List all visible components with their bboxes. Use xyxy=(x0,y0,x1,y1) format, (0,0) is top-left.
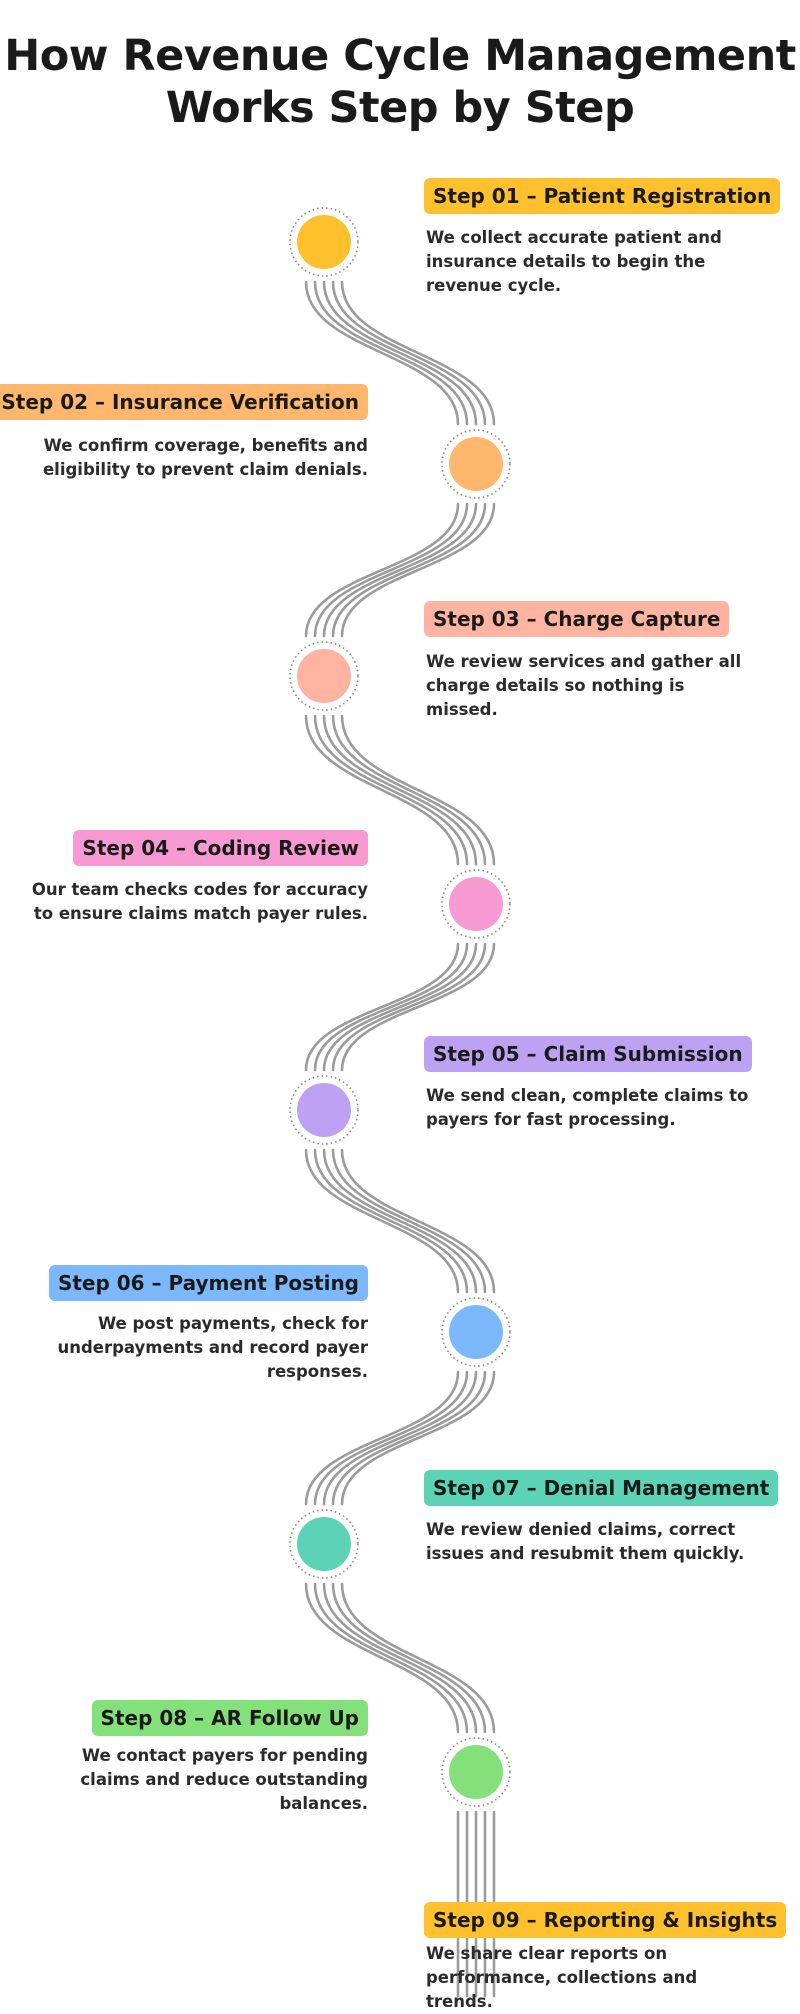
step-node-08 xyxy=(439,1735,513,1809)
step-node-01 xyxy=(287,205,361,279)
connector-line-7-4 xyxy=(331,1582,487,1734)
connector-line-7-2 xyxy=(313,1582,469,1734)
step-node-05 xyxy=(287,1073,361,1147)
step-09-description: We share clear reports on performance, c… xyxy=(426,1944,698,2011)
step-01-description: We collect accurate patient and insuranc… xyxy=(426,228,722,295)
step-nodes xyxy=(287,205,513,1809)
step-node-dot xyxy=(297,649,351,703)
page-title-line-2: Works Step by Step xyxy=(165,83,635,133)
step-06-label: Step 06 – Payment Posting xyxy=(48,1265,368,1301)
connector-lines xyxy=(304,280,496,1998)
step-node-dot xyxy=(449,877,503,931)
step-03-label: Step 03 – Charge Capture xyxy=(424,601,730,637)
step-node-dotted-ring xyxy=(441,1737,511,1807)
step-01-label: Step 01 – Patient Registration xyxy=(424,178,781,214)
step-node-dot xyxy=(297,215,351,269)
step-node-dotted-ring xyxy=(441,429,511,499)
connector-line-5-1 xyxy=(304,1148,460,1294)
step-06-description: We post payments, check for underpayment… xyxy=(57,1314,368,1381)
connector-line-4-1 xyxy=(304,942,460,1072)
connector-line-1-2 xyxy=(313,280,469,426)
step-08-description: We contact payers for pending claims and… xyxy=(80,1746,368,1813)
step-node-dotted-ring xyxy=(289,641,359,711)
connector-line-2-2 xyxy=(313,502,469,638)
connector-line-3-2 xyxy=(313,714,469,866)
step-node-03 xyxy=(287,639,361,713)
connector-line-2-4 xyxy=(331,502,487,638)
connector-line-3-4 xyxy=(331,714,487,866)
step-node-dotted-ring xyxy=(441,1297,511,1367)
step-node-dot xyxy=(449,1305,503,1359)
step-02-label: Step 02 – Insurance Verification xyxy=(0,384,368,420)
step-04-description: Our team checks codes for accuracy to en… xyxy=(31,880,368,923)
step-node-dot xyxy=(449,437,503,491)
connector-line-5-5 xyxy=(340,1148,496,1294)
step-03-description: We review services and gather all charge… xyxy=(426,652,742,719)
step-node-dotted-ring xyxy=(289,1509,359,1579)
connector-line-2-3 xyxy=(322,502,478,638)
connector-line-5-2 xyxy=(313,1148,469,1294)
step-node-dot xyxy=(297,1083,351,1137)
connector-line-6-4 xyxy=(331,1370,487,1506)
step-node-dot xyxy=(449,1745,503,1799)
step-node-dotted-ring xyxy=(289,1075,359,1145)
step-04-label: Step 04 – Coding Review xyxy=(73,830,368,866)
step-node-02 xyxy=(439,427,513,501)
connector-line-7-1 xyxy=(304,1582,460,1734)
connector-line-6-3 xyxy=(322,1370,478,1506)
step-02-description: We confirm coverage, benefits and eligib… xyxy=(42,436,368,479)
step-node-04 xyxy=(439,867,513,941)
connector-line-4-4 xyxy=(331,942,487,1072)
step-node-dot xyxy=(297,1517,351,1571)
connector-line-6-5 xyxy=(340,1370,496,1506)
step-node-dotted-ring xyxy=(289,207,359,277)
step-08-label: Step 08 – AR Follow Up xyxy=(91,1700,368,1736)
step-07-label: Step 07 – Denial Management xyxy=(424,1470,779,1506)
connector-line-2-1 xyxy=(304,502,460,638)
connector-line-3-5 xyxy=(340,714,496,866)
connector-line-7-3 xyxy=(322,1582,478,1734)
connector-line-5-4 xyxy=(331,1148,487,1294)
step-05-description: We send clean, complete claims to payers… xyxy=(426,1086,749,1129)
connector-line-4-5 xyxy=(340,942,496,1072)
connector-line-6-1 xyxy=(304,1370,460,1506)
connector-line-2-5 xyxy=(340,502,496,638)
step-09-label: Step 09 – Reporting & Insights xyxy=(424,1902,787,1938)
connector-line-3-1 xyxy=(304,714,460,866)
connector-line-3-3 xyxy=(322,714,478,866)
step-05-label: Step 05 – Claim Submission xyxy=(424,1036,752,1072)
connector-line-6-2 xyxy=(313,1370,469,1506)
connector-line-7-5 xyxy=(340,1582,496,1734)
connector-line-1-3 xyxy=(322,280,478,426)
page-title: How Revenue Cycle Management Works Step … xyxy=(0,30,800,134)
connector-line-1-4 xyxy=(331,280,487,426)
connector-line-1-5 xyxy=(340,280,496,426)
connector-line-4-3 xyxy=(322,942,478,1072)
connector-line-5-3 xyxy=(322,1148,478,1294)
step-node-07 xyxy=(287,1507,361,1581)
step-07-description: We review denied claims, correct issues … xyxy=(426,1520,745,1563)
step-node-06 xyxy=(439,1295,513,1369)
step-node-dotted-ring xyxy=(441,869,511,939)
connector-line-4-2 xyxy=(313,942,469,1072)
page-title-line-1: How Revenue Cycle Management xyxy=(4,31,796,81)
connector-line-1-1 xyxy=(304,280,460,426)
